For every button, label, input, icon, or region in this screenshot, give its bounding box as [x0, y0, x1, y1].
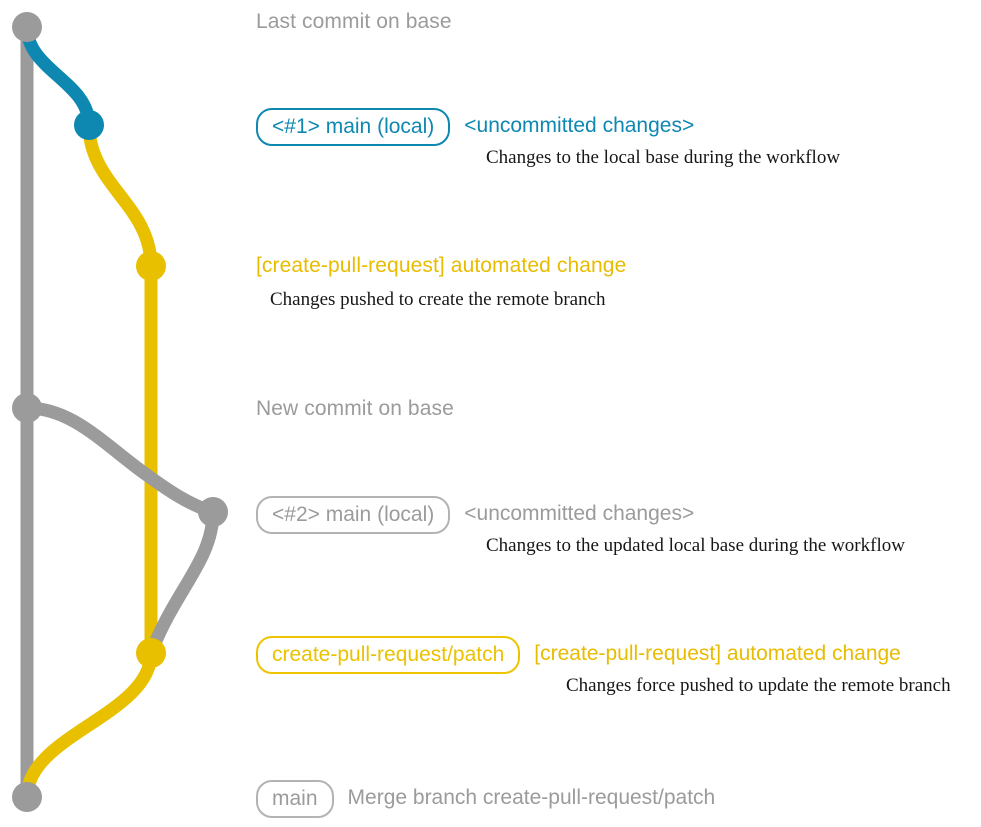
node-remote-commit-1 — [136, 251, 166, 281]
commit-subject: Last commit on base — [256, 10, 452, 33]
node-base-new-commit — [12, 393, 42, 423]
node-remote-commit-2 — [136, 638, 166, 668]
commit-description: Changes pushed to create the remote bran… — [270, 289, 606, 310]
commit-description: Changes to the updated local base during… — [486, 535, 905, 556]
edge-base-to-local1 — [20, 20, 96, 132]
commit-subject: <uncommitted changes> — [464, 502, 695, 525]
commit-subject: New commit on base — [256, 397, 454, 420]
commit-row-local-main-2: <#2> main (local) <uncommitted changes> — [256, 496, 694, 534]
node-local-commit-1 — [74, 110, 104, 140]
edge-local1-to-remote1 — [82, 118, 158, 273]
node-base-head — [12, 12, 42, 42]
commit-row-merge-commit: main Merge branch create-pull-request/pa… — [256, 780, 715, 818]
ref-badge-main[interactable]: main — [256, 780, 334, 818]
ref-badge-create-pull-request-patch[interactable]: create-pull-request/patch — [256, 636, 521, 674]
commit-row-last-commit-on-base: Last commit on base — [256, 9, 452, 35]
edge-remote2-to-merge — [20, 646, 158, 804]
commit-subject: [create-pull-request] automated change — [256, 254, 627, 277]
commit-subject: <uncommitted changes> — [464, 114, 695, 137]
commit-row-automated-change-1: [create-pull-request] automated change — [256, 253, 626, 279]
commit-description: Changes to the local base during the wor… — [486, 147, 841, 168]
edge-local2-to-remote2 — [144, 505, 220, 660]
edge-base2-to-local2 — [20, 401, 220, 519]
commit-subject: Merge branch create-pull-request/patch — [347, 786, 716, 809]
ref-badge-local-main-1[interactable]: <#1> main (local) — [256, 108, 451, 146]
commit-description: Changes force pushed to update the remot… — [566, 675, 951, 696]
commit-row-automated-change-2: create-pull-request/patch [create-pull-r… — [256, 636, 901, 674]
commit-subject: [create-pull-request] automated change — [534, 642, 901, 665]
node-local-commit-2 — [198, 497, 228, 527]
ref-badge-local-main-2[interactable]: <#2> main (local) — [256, 496, 451, 534]
commit-row-local-main-1: <#1> main (local) <uncommitted changes> — [256, 108, 694, 146]
node-merge-commit — [12, 782, 42, 812]
commit-row-new-commit-on-base: New commit on base — [256, 396, 454, 422]
